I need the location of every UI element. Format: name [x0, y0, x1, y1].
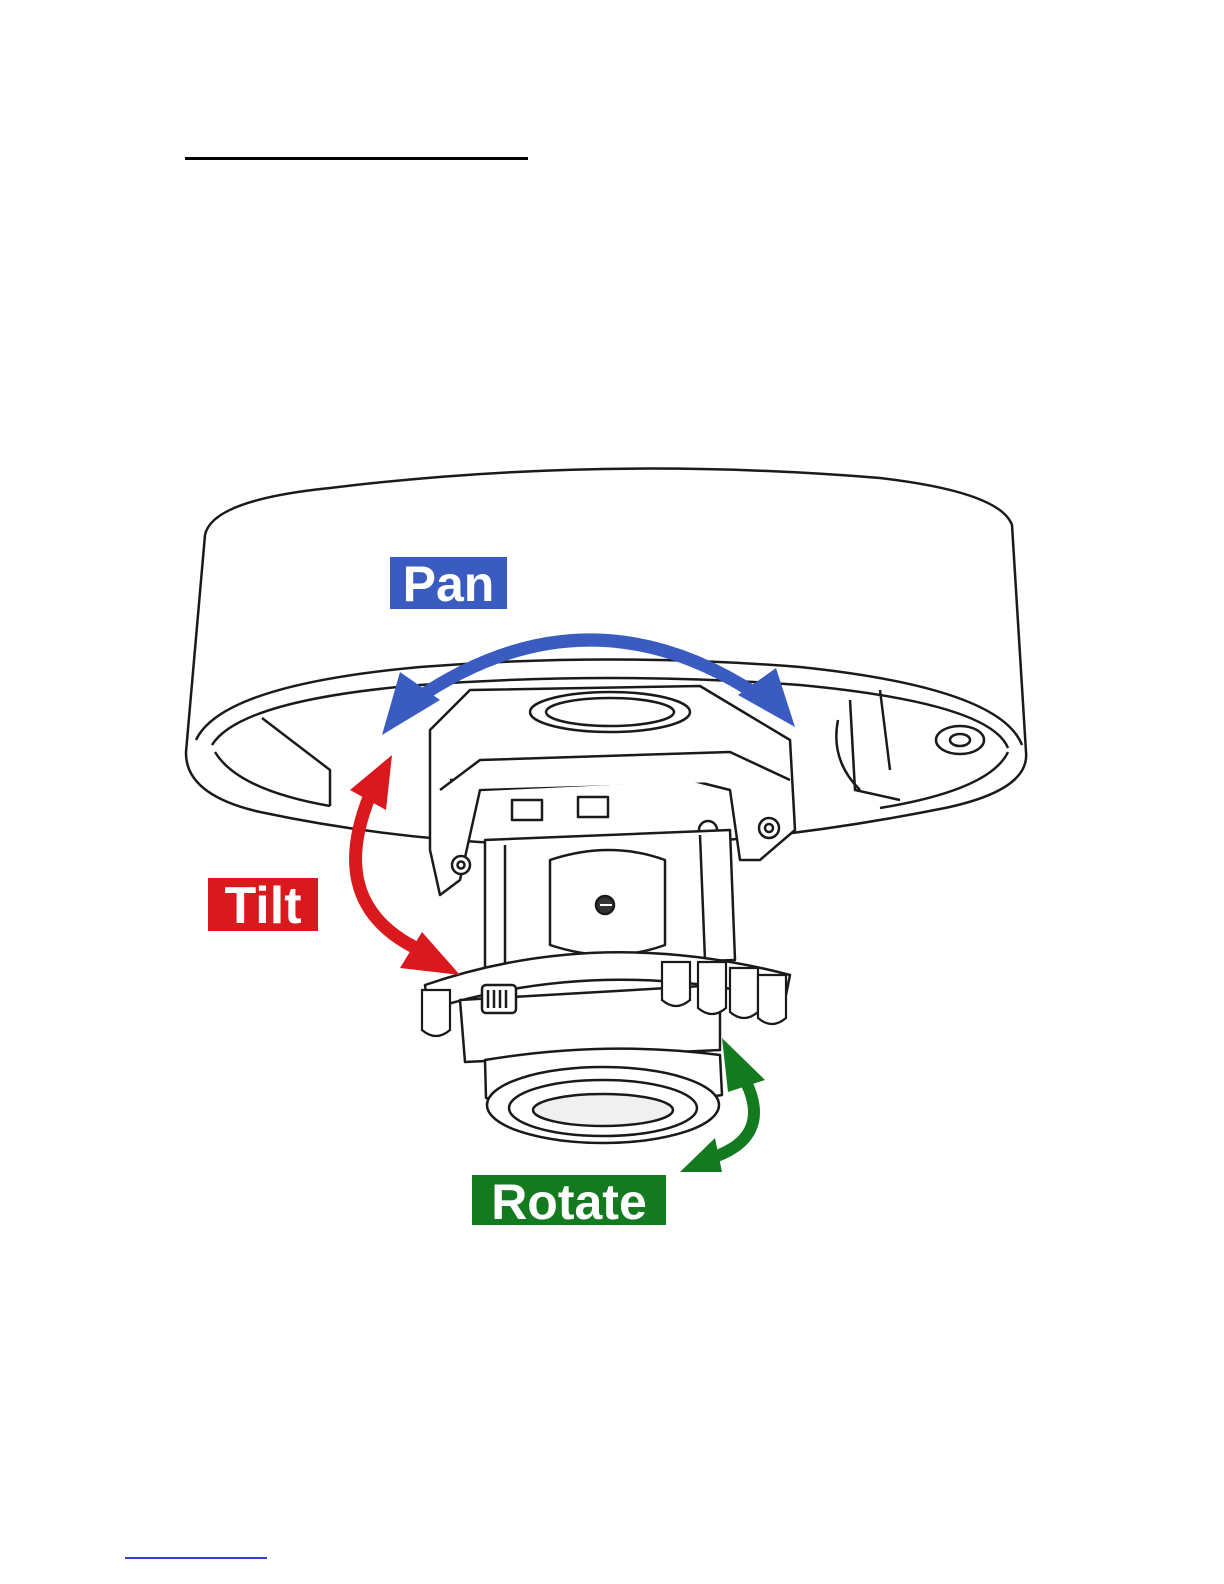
- svg-text:Tilt: Tilt: [224, 877, 301, 935]
- rotate-label: Rotate: [472, 1174, 666, 1230]
- pan-label: Pan: [390, 556, 507, 612]
- dome-housing: [186, 469, 1026, 846]
- tilt-label: Tilt: [208, 877, 318, 935]
- svg-text:Rotate: Rotate: [491, 1174, 647, 1230]
- svg-text:Pan: Pan: [403, 556, 495, 612]
- footer-link-underline: [125, 1557, 267, 1559]
